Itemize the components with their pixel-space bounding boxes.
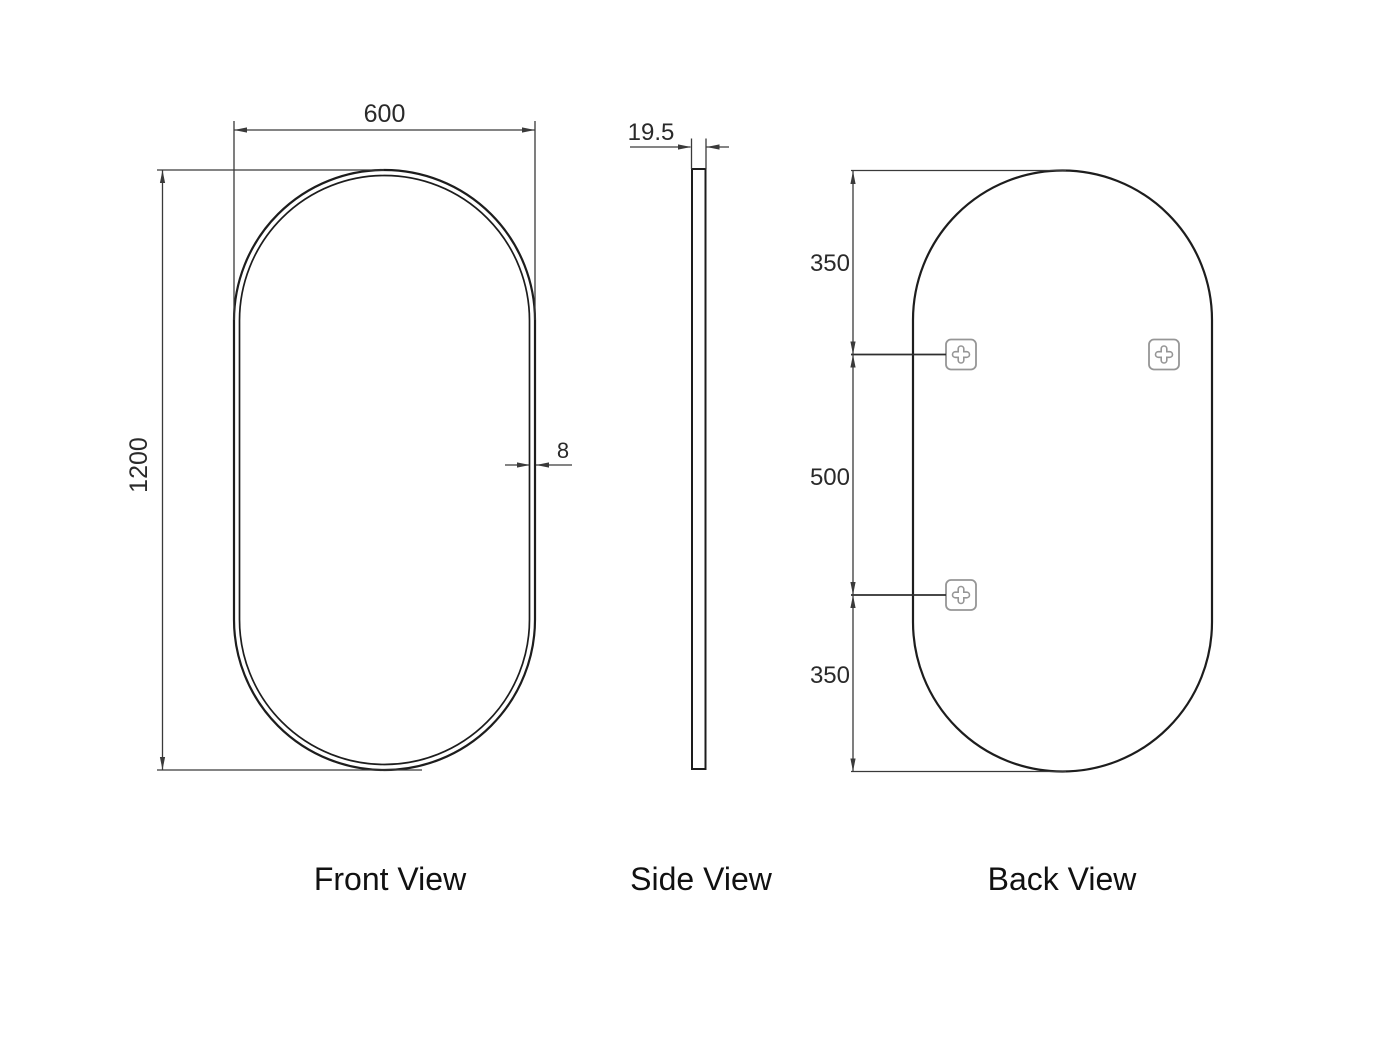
side-view: 19.5 Side View — [628, 119, 773, 897]
arrowhead-right-icon — [517, 462, 530, 468]
bracket-plate — [1148, 338, 1180, 371]
back-view-label: Back View — [988, 861, 1138, 897]
frame-thickness-value: 8 — [557, 438, 569, 463]
keyhole-slot-icon — [951, 585, 971, 605]
mounting-bracket-top-right — [1148, 338, 1180, 371]
bracket-plate — [945, 338, 977, 371]
mounting-bracket-top-left — [945, 338, 977, 371]
front-mirror-inner-outline — [238, 174, 531, 766]
dimension-width: 600 — [233, 100, 536, 320]
width-dimension-value: 600 — [364, 100, 406, 128]
arrowhead-left-icon — [706, 144, 720, 150]
arrowhead-up-icon — [850, 595, 856, 608]
arrowhead-up-icon — [850, 354, 856, 368]
arrowhead-up-icon — [850, 171, 856, 184]
keyhole-slot-icon — [1154, 345, 1174, 364]
dimension-height: 1200 — [125, 169, 422, 771]
front-view: 600 1200 8 Front View — [125, 100, 572, 897]
arrowhead-left-icon — [536, 462, 549, 468]
arrowhead-down-icon — [850, 582, 856, 595]
dimension-chain-vertical: 350 500 350 — [810, 169, 1066, 773]
back-view: 350 500 350 Back View — [810, 169, 1214, 897]
front-mirror-outer-outline — [232, 168, 537, 772]
arrowhead-up-icon — [159, 170, 166, 183]
bracket-plate — [945, 579, 977, 611]
bracket-spacing-dimension-value: 500 — [810, 464, 850, 491]
arrowhead-right-icon — [522, 127, 535, 133]
depth-dimension-value: 19.5 — [628, 119, 675, 146]
arrowhead-left-icon — [234, 127, 247, 133]
top-offset-dimension-value: 350 — [810, 250, 850, 277]
dimension-depth: 19.5 — [628, 119, 729, 169]
arrowhead-down-icon — [850, 758, 856, 772]
keyhole-slot-icon — [951, 345, 971, 364]
arrowhead-down-icon — [850, 341, 856, 355]
back-mirror-outline — [911, 169, 1214, 773]
height-dimension-value: 1200 — [125, 437, 153, 493]
arrowhead-down-icon — [159, 757, 166, 770]
mounting-bracket-bottom-left — [945, 579, 977, 611]
bottom-offset-dimension-value: 350 — [810, 662, 850, 689]
front-view-label: Front View — [314, 861, 467, 897]
arrowhead-right-icon — [678, 144, 691, 150]
side-profile-outline — [691, 168, 707, 770]
dimension-frame-thickness: 8 — [505, 438, 572, 468]
side-view-label: Side View — [630, 861, 773, 897]
